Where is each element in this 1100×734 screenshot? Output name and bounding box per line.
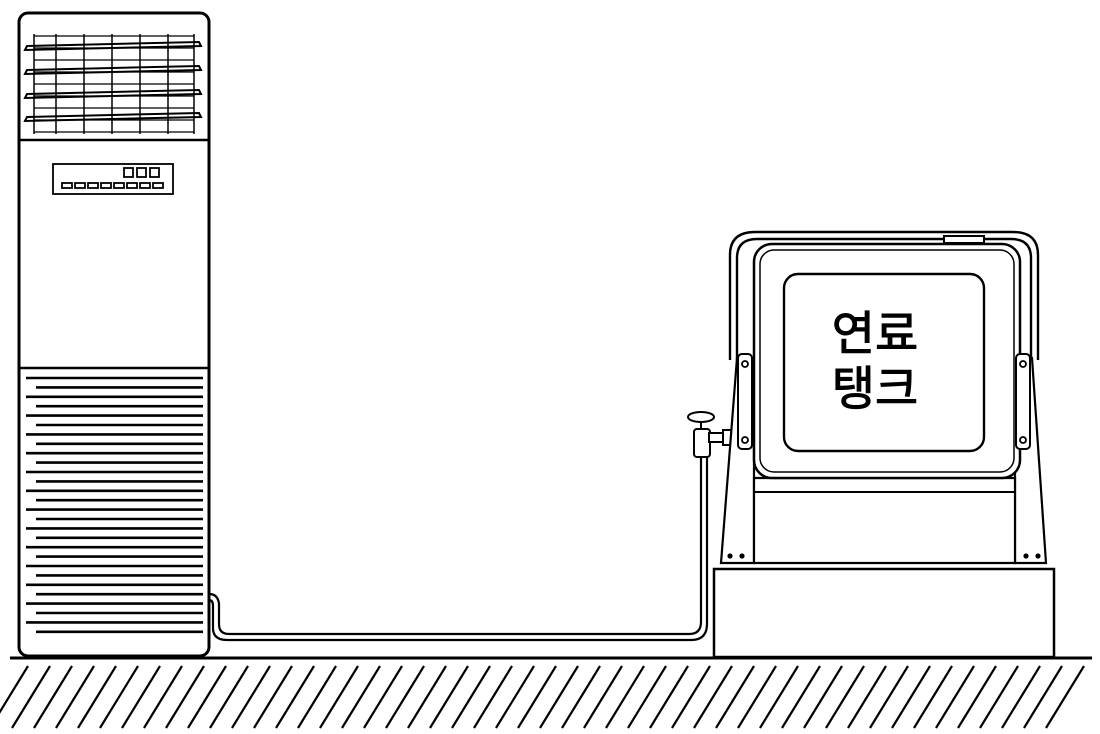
hatch-line — [231, 665, 271, 729]
panel-key — [74, 182, 86, 189]
tank-base-platform — [712, 567, 1056, 659]
hatch-line — [341, 665, 381, 729]
hatch-line — [1023, 665, 1063, 729]
hatch-line — [0, 665, 29, 714]
hatch-line — [539, 665, 579, 729]
bracket-bolt-icon — [741, 436, 749, 444]
handle-grip — [943, 235, 985, 244]
hatch-line — [253, 665, 293, 729]
heater-top-vent-grille — [23, 34, 203, 134]
heater-bottom-vent-grille — [26, 376, 203, 634]
leg-bolt-icon — [727, 553, 733, 559]
fuel-tank-assembly: 연료 탱크 — [712, 230, 1056, 659]
hatch-line — [891, 665, 931, 729]
ground — [0, 656, 1092, 729]
heater-control-panel — [52, 163, 174, 195]
hatch-line — [759, 665, 799, 729]
hatch-line — [627, 665, 667, 729]
fuel-pipe-outer — [208, 456, 703, 636]
hatch-line — [935, 665, 975, 729]
fuel-pipe-inner — [208, 456, 709, 642]
valve-body — [693, 428, 711, 458]
hatch-line — [55, 665, 95, 729]
fuel-pipe — [208, 456, 709, 642]
hatch-line — [847, 665, 887, 729]
tank-label-panel — [782, 272, 986, 453]
hatch-line — [671, 665, 711, 729]
display-button-3 — [149, 167, 160, 178]
louver-slat — [23, 40, 203, 52]
hatch-line — [319, 665, 359, 729]
hatch-line — [583, 665, 623, 729]
panel-key — [113, 182, 125, 189]
panel-key — [126, 182, 138, 189]
tank-label-line2: 탱크 — [832, 362, 918, 417]
hatch-line — [605, 665, 645, 729]
control-panel-frame — [52, 163, 174, 195]
hatch-line — [143, 665, 183, 729]
bracket-bolt-icon — [1019, 360, 1027, 368]
leg-bolt-icon — [1035, 553, 1041, 559]
louver-slat — [23, 64, 203, 76]
tank-label-line1: 연료 — [832, 307, 918, 362]
hatch-line — [561, 665, 601, 729]
tank-handle-outer — [728, 230, 1040, 360]
hatch-line — [275, 665, 315, 729]
heater-body — [17, 11, 211, 658]
tank-bracket-left — [737, 353, 753, 450]
panel-key — [139, 182, 151, 189]
hatch-line — [99, 665, 139, 729]
hatch-line — [473, 665, 513, 729]
hatch-line — [825, 665, 865, 729]
hatch-line — [33, 665, 73, 729]
hatch-line — [979, 665, 1019, 729]
louver-slat — [23, 111, 203, 123]
panel-key — [87, 182, 99, 189]
ground-hatching — [0, 665, 1085, 729]
tank-stand-lower-frame — [752, 476, 1017, 565]
leg-bolt-icon — [1023, 553, 1029, 559]
louver-slat — [23, 88, 203, 100]
bracket-bolt-icon — [741, 360, 749, 368]
tank-bracket-right — [1015, 353, 1031, 450]
hatch-line — [385, 665, 425, 729]
hatch-line — [649, 665, 689, 729]
bracket-bolt-icon — [1019, 436, 1027, 444]
hatch-line — [187, 665, 227, 729]
hatch-line — [407, 665, 447, 729]
hatch-line — [363, 665, 403, 729]
hatch-line — [869, 665, 909, 729]
hatch-line — [451, 665, 491, 729]
hatch-line — [957, 665, 997, 729]
hatch-line — [715, 665, 755, 729]
display-button-2 — [136, 167, 147, 178]
hatch-line — [297, 665, 337, 729]
hatch-line — [517, 665, 557, 729]
hatch-line — [11, 665, 51, 729]
leg-bolt-icon — [739, 553, 745, 559]
hatch-line — [737, 665, 777, 729]
hatch-line — [495, 665, 535, 729]
hatch-line — [1001, 665, 1041, 729]
hatch-line — [165, 665, 205, 729]
hatch-line — [121, 665, 161, 729]
hatch-line — [77, 665, 117, 729]
tank-handle-inner — [735, 237, 1033, 360]
display-button-1 — [123, 167, 134, 178]
hatch-line — [803, 665, 843, 729]
hatch-line — [209, 665, 249, 729]
hatch-line — [693, 665, 733, 729]
hatch-line — [429, 665, 469, 729]
panel-key — [61, 182, 73, 189]
panel-key — [152, 182, 164, 189]
control-panel-keys — [61, 182, 164, 189]
hatch-line — [1045, 665, 1085, 729]
heater-unit — [17, 11, 211, 658]
hatch-line — [781, 665, 821, 729]
hatch-line — [913, 665, 953, 729]
tank-body-inner-edge — [759, 249, 1015, 473]
valve-handle-icon — [687, 411, 715, 423]
panel-key — [100, 182, 112, 189]
